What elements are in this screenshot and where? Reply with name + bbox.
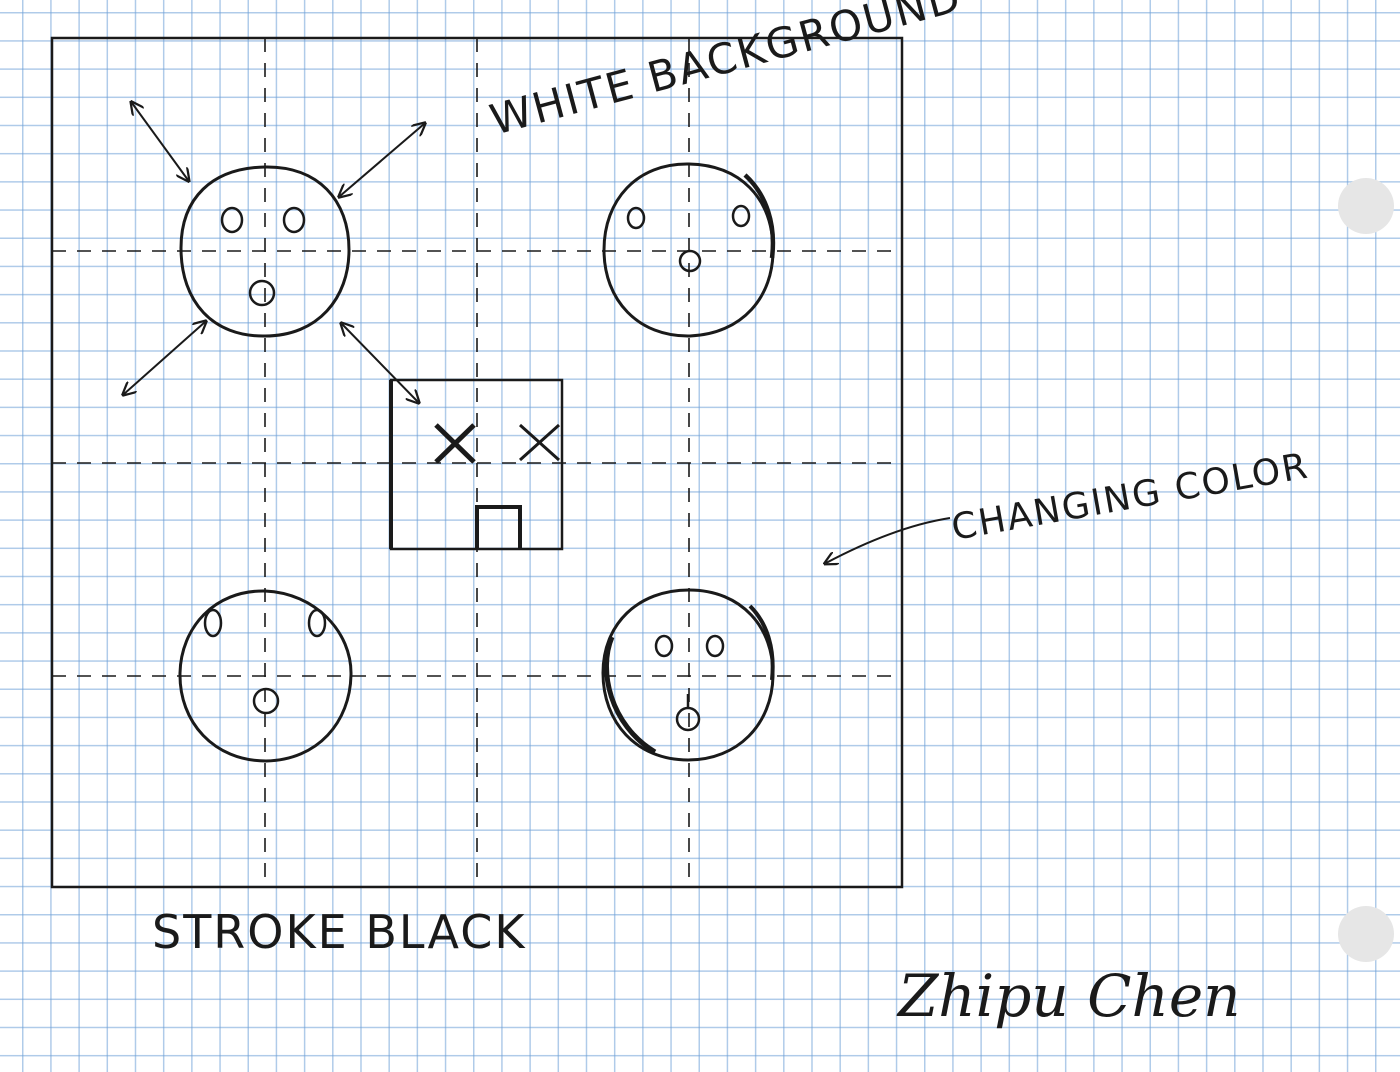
arrow-upper-right [340,124,424,196]
binder-hole-top [1338,178,1394,234]
face-bottom-right [601,588,775,762]
signature: Zhipu Chen [896,962,1241,1030]
label-white-background: WHITE BACKGROUND [485,0,967,145]
face-top-left [179,165,351,338]
arrow-lower-left [124,322,205,394]
label-changing-color: CHANGING COLOR [948,446,1312,549]
arrow-upper-left [132,103,188,180]
motion-arrows [124,103,951,563]
guide-lines [52,38,902,887]
arrow-lower-right [342,324,418,402]
label-stroke-black: STROKE BLACK [152,905,527,959]
arrow-changing-color [826,517,951,563]
binder-hole-bottom [1338,906,1394,962]
face-bottom-left [178,589,353,763]
center-square-face [389,378,564,551]
face-top-right [602,162,776,338]
